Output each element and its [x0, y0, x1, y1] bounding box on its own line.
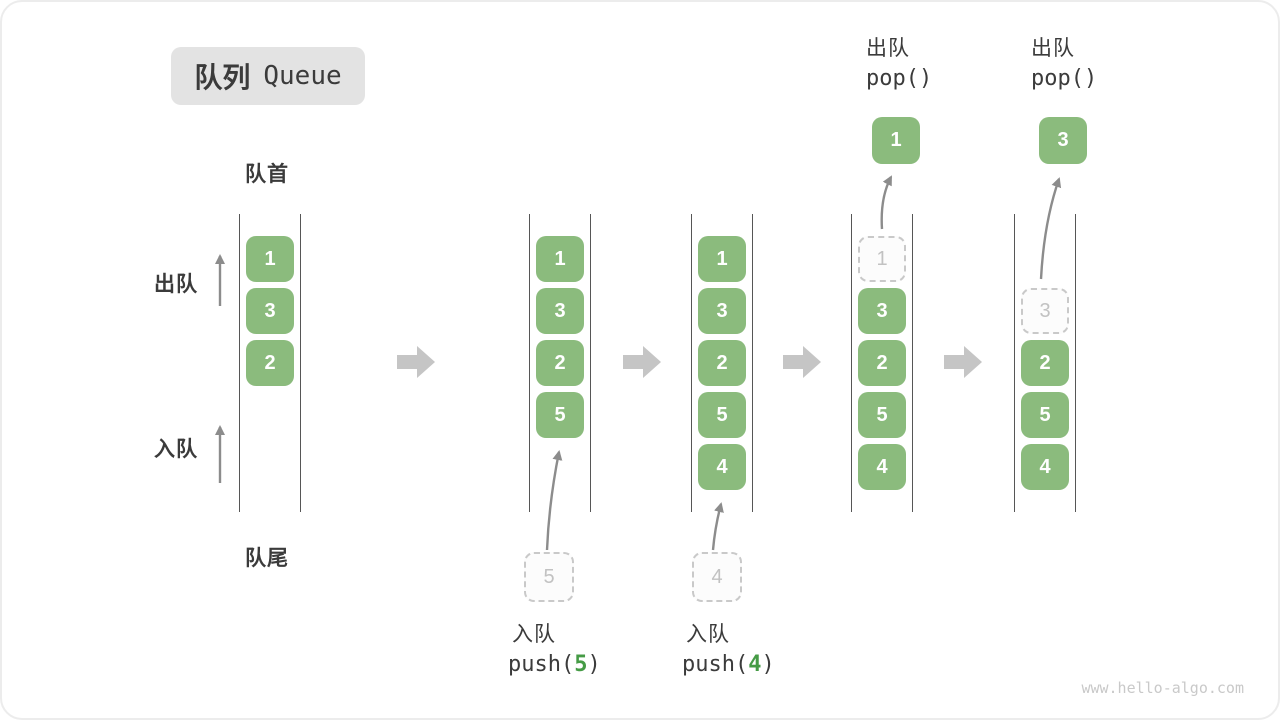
enqueue-label: 入队 [512, 623, 556, 646]
queue-cell-ghost: 3 [1021, 288, 1069, 334]
queue-cell: 2 [858, 340, 906, 386]
dequeue-code-label: pop() [866, 66, 933, 91]
queue-cell: 1 [536, 236, 584, 282]
queue-cell: 5 [1021, 392, 1069, 438]
enqueue-code-label: push(5) [508, 652, 601, 677]
state-transition-arrow-icon [783, 346, 821, 378]
enqueue-code-text: ) [587, 652, 601, 677]
queue-cell: 5 [858, 392, 906, 438]
enqueue-code-text: push( [508, 652, 575, 677]
enqueue-label: 入队 [686, 623, 730, 646]
queue-cell: 2 [536, 340, 584, 386]
queue-cell: 1 [246, 236, 294, 282]
queue-cell: 4 [858, 444, 906, 490]
popped-cell: 1 [872, 117, 920, 164]
enqueue-code-text: push( [682, 652, 749, 677]
queue-cell: 4 [1021, 444, 1069, 490]
queue-cell: 2 [698, 340, 746, 386]
dequeue-code-label: pop() [1031, 66, 1098, 91]
queue-container-state-2 [529, 214, 591, 512]
dequeue-label: 出队 [866, 37, 910, 60]
state-transition-arrow-icon [397, 346, 435, 378]
queue-container-state-1 [239, 214, 301, 512]
watermark: www.hello-algo.com [1081, 679, 1244, 697]
queue-cell: 2 [246, 340, 294, 386]
queue-cell: 2 [1021, 340, 1069, 386]
title-text-en: Queue [263, 61, 342, 91]
title-badge: 队列 Queue [171, 47, 365, 105]
dequeue-label: 出队 [1031, 37, 1075, 60]
pop-3-arrow-icon [1039, 177, 1062, 280]
enqueue-operand: 5 [574, 652, 588, 677]
enqueue-operand: 4 [748, 652, 762, 677]
enqueue-ghost-cell: 4 [692, 552, 742, 602]
queue-rear-label: 队尾 [245, 547, 289, 570]
queue-cell-ghost: 1 [858, 236, 906, 282]
queue-cell: 3 [858, 288, 906, 334]
enqueue-code-text: ) [761, 652, 775, 677]
push-4-arrow-icon [711, 502, 724, 551]
state-transition-arrow-icon [944, 346, 982, 378]
enqueue-side-label: 入队 [154, 438, 198, 461]
popped-cell: 3 [1039, 117, 1087, 164]
queue-cell: 3 [698, 288, 746, 334]
state-transition-arrow-icon [623, 346, 661, 378]
queue-container-state-5 [1014, 214, 1076, 512]
push-5-arrow-icon [545, 450, 563, 551]
queue-container-state-4 [851, 214, 913, 512]
title-text-zh: 队列 [194, 62, 251, 93]
pop-1-arrow-icon [880, 175, 893, 230]
dequeue-side-label: 出队 [154, 273, 198, 296]
queue-cell: 3 [246, 288, 294, 334]
queue-cell: 5 [536, 392, 584, 438]
queue-cell: 4 [698, 444, 746, 490]
enqueue-code-label: push(4) [682, 652, 775, 677]
queue-cell: 3 [536, 288, 584, 334]
queue-container-state-3 [691, 214, 753, 512]
queue-cell: 1 [698, 236, 746, 282]
queue-cell: 5 [698, 392, 746, 438]
queue-front-label: 队首 [245, 163, 289, 186]
enqueue-ghost-cell: 5 [524, 552, 574, 602]
